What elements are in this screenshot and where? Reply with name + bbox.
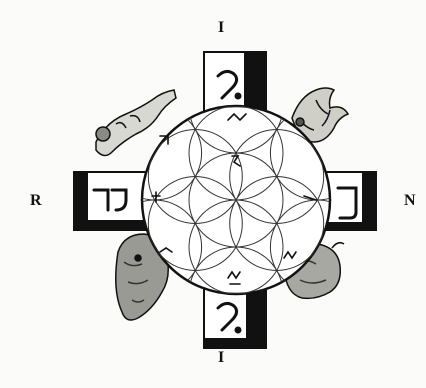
label-right: N [404, 193, 416, 209]
label-left: R [30, 193, 42, 209]
label-top: I [218, 20, 224, 36]
label-bottom: I [218, 350, 224, 366]
